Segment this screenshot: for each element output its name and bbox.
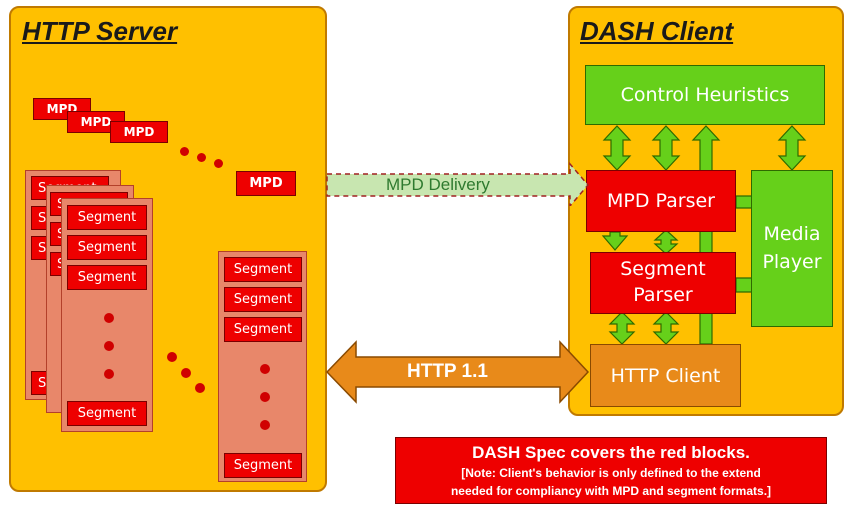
dash-client-title: DASH Client [580,16,734,46]
segment-block: Segment [67,205,147,230]
ellipsis-dot [195,383,205,393]
http-client-block: HTTP Client [590,344,741,407]
segment-block: Segment [67,265,147,290]
note-headline: DASH Spec covers the red blocks. [472,443,750,462]
double-arrow-icon [652,311,680,345]
note-detail-line1: [Note: Client's behavior is only defined… [461,466,761,480]
mpd-delivery-arrow [326,161,589,206]
ellipsis-dot [181,368,191,378]
double-arrow-icon [608,311,636,345]
http-arrow [326,340,590,404]
segment-block: Segment [224,287,302,312]
ellipsis-dot [167,352,177,362]
ellipsis-dot [180,147,189,156]
note-detail-line2: needed for compliancy with MPD and segme… [450,484,772,498]
double-arrow-icon [651,125,681,171]
segment-block: Segment [224,453,302,478]
media-player-line1: Media [763,222,821,245]
http-server-title: HTTP Server [22,16,178,46]
segment-parser-line2: Parser [633,284,693,306]
ellipsis-dot [197,153,206,162]
mpd-file: MPD [110,121,168,143]
segment-block: Segment [224,317,302,342]
segment-block: Segment [67,235,147,260]
mpd-file-delivered: MPD [236,171,296,196]
segment-parser-line1: Segment [620,258,706,281]
ellipsis-dot [260,364,270,374]
segment-block: Segment [224,257,302,282]
ellipsis-dot [104,369,114,379]
segment-parser-block: Segment Parser [590,252,736,314]
mpd-parser-block: MPD Parser [586,170,736,232]
ellipsis-dot [104,313,114,323]
dash-spec-note: DASH Spec covers the red blocks. [Note: … [395,437,827,504]
double-arrow-icon [777,125,807,171]
control-heuristics-block: Control Heuristics [585,65,825,125]
ellipsis-dot [260,392,270,402]
ellipsis-dot [214,159,223,168]
ellipsis-dot [260,420,270,430]
down-arrow-icon [601,231,629,251]
segment-block: Segment [67,401,147,426]
double-arrow-icon [653,229,679,255]
media-player-line2: Player [762,250,822,273]
ellipsis-dot [104,341,114,351]
media-player-block: Media Player [751,170,833,327]
mpd-delivery-label: MPD Delivery [386,175,490,194]
http-arrow-label: HTTP 1.1 [407,361,488,382]
double-arrow-icon [602,125,632,171]
